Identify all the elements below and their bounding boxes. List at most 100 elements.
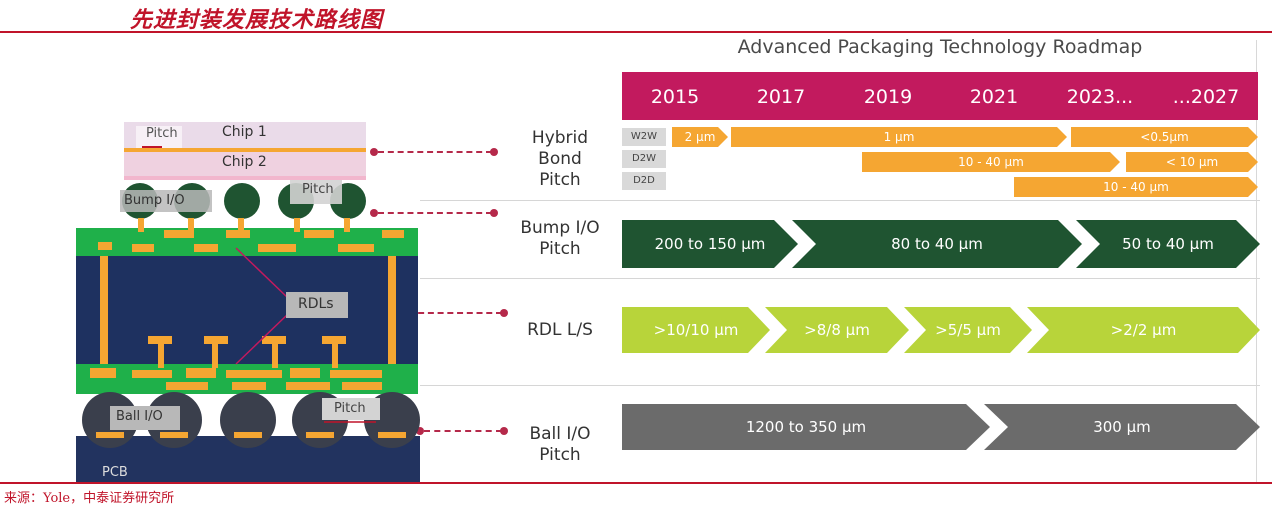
rdl-trace bbox=[212, 338, 218, 368]
ball-segment-2: 300 μm bbox=[984, 404, 1260, 450]
rdl-trace bbox=[90, 368, 116, 378]
footer-rule bbox=[0, 482, 1272, 484]
rdls-pointer bbox=[235, 313, 289, 365]
rdl-trace bbox=[226, 230, 250, 238]
rdls-label-bg bbox=[286, 292, 348, 318]
via bbox=[138, 218, 144, 232]
chip-1-label: Chip 1 bbox=[222, 124, 267, 140]
rdl-trace bbox=[98, 242, 112, 250]
d2d-10-40um-arrow: 10 - 40 μm bbox=[1014, 177, 1258, 197]
rdl-segment-2: >8/8 μm bbox=[765, 307, 909, 353]
bump-io-label-bg bbox=[120, 190, 212, 212]
right-border-line bbox=[1256, 40, 1257, 482]
substrate-core bbox=[76, 256, 418, 364]
year-label: 2015 bbox=[650, 86, 700, 108]
rdl-segment-3: >5/5 μm bbox=[904, 307, 1032, 353]
pitch-box-top bbox=[136, 126, 182, 148]
ball-pad bbox=[160, 432, 188, 438]
bump-segment-2: 80 to 40 μm bbox=[792, 220, 1082, 268]
year-label: 2023... bbox=[1066, 86, 1134, 108]
rdl-trace bbox=[258, 244, 296, 252]
tag-w2w: W2W bbox=[622, 128, 666, 146]
pitch-label-bump: Pitch bbox=[302, 182, 334, 197]
rdl-segment-1: >10/10 μm bbox=[622, 307, 770, 353]
rdl-trace bbox=[132, 370, 172, 378]
row-label-bump-io-pitch: Bump I/O Pitch bbox=[520, 218, 600, 259]
row-separator bbox=[420, 278, 1260, 279]
year-label: 2019 bbox=[863, 86, 913, 108]
row-label-ball-io-pitch: Ball I/O Pitch bbox=[529, 424, 591, 465]
rdl-trace bbox=[166, 382, 208, 390]
pcb-label: PCB bbox=[102, 465, 128, 480]
bump bbox=[224, 183, 260, 219]
rdls-label: RDLs bbox=[298, 296, 334, 312]
ball-pad bbox=[96, 432, 124, 438]
rdl-trace bbox=[272, 338, 278, 368]
d2w-10-40um-arrow: 10 - 40 μm bbox=[862, 152, 1120, 172]
through-via bbox=[100, 256, 108, 364]
ball-pad bbox=[234, 432, 262, 438]
bond-layer bbox=[124, 148, 366, 152]
rdl-trace bbox=[286, 382, 330, 390]
tag-d2d: D2D bbox=[622, 172, 666, 190]
connector-dot bbox=[500, 309, 508, 317]
ball-segment-1: 1200 to 350 μm bbox=[622, 404, 990, 450]
rdl-trace bbox=[330, 370, 382, 378]
ball-pad bbox=[378, 432, 406, 438]
pitch-label-top: Pitch bbox=[146, 126, 178, 141]
rdl-pad bbox=[148, 336, 172, 344]
connector-line-ball bbox=[424, 430, 502, 432]
via bbox=[188, 218, 194, 232]
connector-line-bump bbox=[378, 212, 492, 214]
ball-io-label-bg bbox=[110, 406, 180, 430]
header-rule bbox=[0, 31, 1272, 33]
rdl-trace bbox=[232, 382, 266, 390]
chip-2 bbox=[124, 152, 366, 178]
rdl-segment-4: >2/2 μm bbox=[1027, 307, 1260, 353]
chip-2-label: Chip 2 bbox=[222, 154, 267, 170]
via bbox=[294, 218, 300, 232]
rdl-trace bbox=[226, 370, 282, 378]
rdl-trace bbox=[290, 368, 320, 378]
w2w-2um-arrow: 2 μm bbox=[672, 127, 728, 147]
rdl-trace bbox=[164, 230, 194, 238]
roadmap-title: Advanced Packaging Technology Roadmap bbox=[737, 36, 1143, 58]
ball-pad bbox=[306, 432, 334, 438]
rdl-trace bbox=[332, 338, 338, 368]
rdl-trace bbox=[382, 230, 404, 238]
tag-d2w: D2W bbox=[622, 150, 666, 168]
through-via bbox=[388, 256, 396, 364]
via bbox=[238, 218, 244, 232]
rdl-pad bbox=[322, 336, 346, 344]
year-label: 2017 bbox=[756, 86, 806, 108]
rdl-trace bbox=[338, 244, 374, 252]
rdl-trace bbox=[158, 338, 164, 368]
rdl-trace bbox=[342, 382, 382, 390]
via bbox=[344, 218, 350, 232]
row-label-hybrid-bond-pitch: Hybrid Bond Pitch bbox=[531, 128, 589, 190]
bump-segment-3: 50 to 40 μm bbox=[1076, 220, 1260, 268]
d2w-sub-10um-arrow: < 10 μm bbox=[1126, 152, 1258, 172]
ball-io-label: Ball I/O bbox=[116, 409, 163, 424]
year-band bbox=[622, 72, 1258, 120]
package-cross-section bbox=[76, 122, 420, 482]
connector-dot bbox=[370, 209, 378, 217]
row-separator bbox=[420, 200, 1260, 201]
rdl-pad bbox=[204, 336, 228, 344]
year-label: 2021 bbox=[969, 86, 1019, 108]
rdl-trace bbox=[186, 368, 216, 378]
rdl-pad bbox=[262, 336, 286, 344]
connector-dot bbox=[370, 148, 378, 156]
pitch-label-ball: Pitch bbox=[334, 401, 366, 416]
rdl-trace bbox=[132, 244, 154, 252]
connector-dot bbox=[500, 427, 508, 435]
connector-dot bbox=[416, 427, 424, 435]
bump-io-label: Bump I/O bbox=[124, 193, 185, 208]
rdl-trace bbox=[304, 230, 334, 238]
bump-segment-1: 200 to 150 μm bbox=[622, 220, 798, 268]
page-title: 先进封装发展技术路线图 bbox=[130, 7, 384, 33]
row-separator bbox=[420, 385, 1260, 386]
year-label: ...2027 bbox=[1172, 86, 1240, 108]
pitch-box-bump bbox=[290, 180, 342, 204]
pitch-box-ball bbox=[322, 398, 380, 420]
